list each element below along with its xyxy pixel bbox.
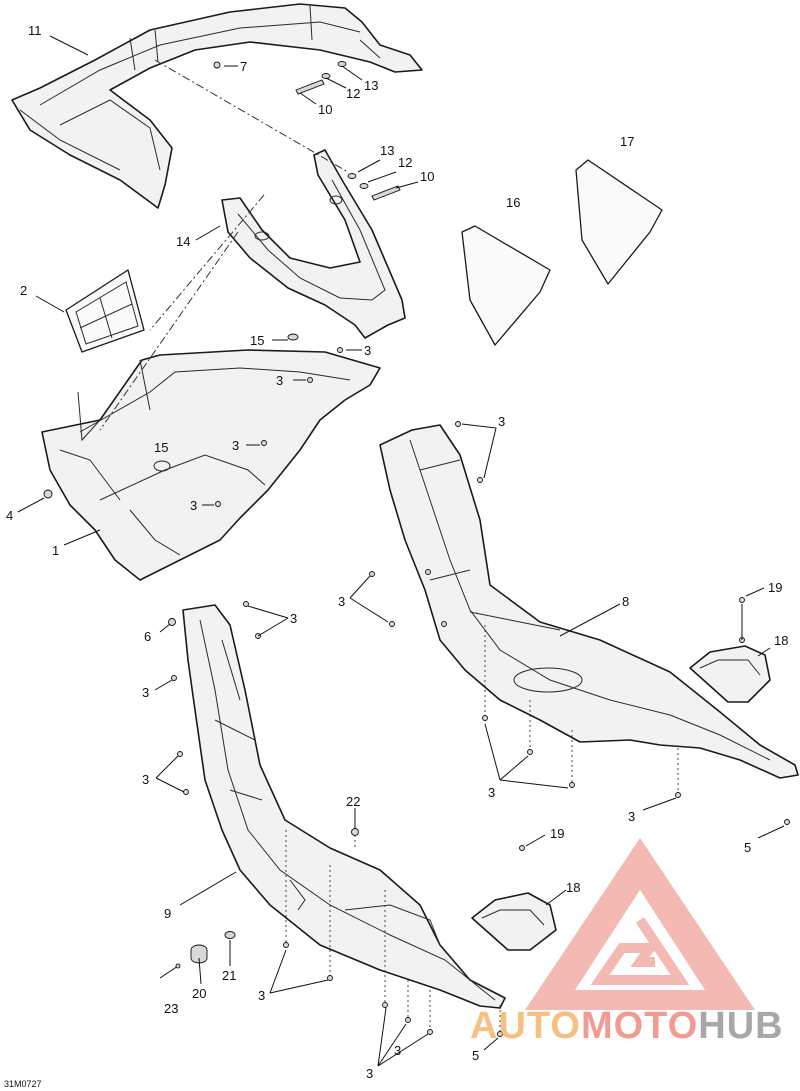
callout-3-h: 3 — [628, 809, 635, 824]
part-21-washer — [224, 931, 236, 939]
part-11-upper-cover — [11, 3, 423, 209]
callout-3-b: 3 — [276, 373, 283, 388]
fasteners — [43, 61, 790, 1037]
callout-22: 22 — [346, 794, 360, 809]
callout-14: 14 — [176, 234, 190, 249]
callout-12-lower: 12 — [398, 155, 412, 170]
callout-20: 20 — [192, 986, 206, 1001]
callout-3-f: 3 — [338, 594, 345, 609]
watermark-text-auto: AUTO — [470, 1005, 581, 1047]
assembly-lines — [99, 59, 679, 1032]
callout-3-m: 3 — [366, 1066, 373, 1081]
callout-19-upper: 19 — [768, 580, 782, 595]
callout-13-lower: 13 — [380, 143, 394, 158]
leader-lines — [17, 35, 785, 1067]
part-1-console — [41, 349, 381, 581]
watermark-logo — [525, 838, 755, 1010]
watermark-text-moto: MOTO — [581, 1005, 698, 1047]
watermark-g-shape — [590, 917, 690, 985]
callout-1: 1 — [52, 543, 59, 558]
callout-10-lower: 10 — [420, 169, 434, 184]
callout-3-k: 3 — [142, 772, 149, 787]
callout-3-c: 3 — [232, 438, 239, 453]
part-18-clip-lower — [471, 892, 557, 951]
callout-9: 9 — [164, 906, 171, 921]
part-16-pad — [461, 225, 551, 346]
callout-12-upper: 12 — [346, 86, 360, 101]
part-23-pin — [159, 963, 181, 979]
callout-8: 8 — [622, 594, 629, 609]
callout-3-i: 3 — [290, 611, 297, 626]
callout-13-upper: 13 — [364, 78, 378, 93]
diagram-code: 31M0727 — [4, 1079, 42, 1089]
callout-3-j: 3 — [142, 685, 149, 700]
part-18-clip-upper — [689, 645, 771, 703]
watermark-triangle — [525, 838, 755, 1010]
callout-16: 16 — [506, 195, 520, 210]
callout-5-upper: 5 — [744, 840, 751, 855]
callout-numbers: 11 7 13 12 10 13 12 10 17 16 14 2 15 3 3… — [6, 23, 788, 1081]
callout-21: 21 — [222, 968, 236, 983]
callout-3-n: 3 — [394, 1043, 401, 1058]
callout-3-l: 3 — [258, 988, 265, 1003]
callout-15-lower: 15 — [154, 440, 168, 455]
callout-2: 2 — [20, 283, 27, 298]
callout-17: 17 — [620, 134, 634, 149]
callout-3-e: 3 — [498, 414, 505, 429]
callout-4: 4 — [6, 508, 13, 523]
callout-18-upper: 18 — [774, 633, 788, 648]
callout-6: 6 — [144, 629, 151, 644]
part-8-side-panel — [379, 424, 799, 779]
callout-15-upper: 15 — [250, 333, 264, 348]
callout-23: 23 — [164, 1001, 178, 1016]
callout-10-upper: 10 — [318, 102, 332, 117]
part-9-side-panel — [182, 604, 506, 1009]
callout-19-lower: 19 — [550, 826, 564, 841]
callout-7: 7 — [240, 59, 247, 74]
callout-5-lower: 5 — [472, 1048, 479, 1063]
part-20-bushing — [190, 944, 208, 964]
callout-18-lower: 18 — [566, 880, 580, 895]
callout-3-g: 3 — [488, 785, 495, 800]
callout-11: 11 — [28, 23, 42, 38]
watermark-text: AUTOMOTOHUB — [470, 1005, 784, 1047]
part-17-pad — [575, 159, 663, 285]
callout-3-a: 3 — [364, 343, 371, 358]
watermark-text-hub: HUB — [698, 1005, 783, 1047]
part-2-label — [65, 269, 145, 353]
callout-3-d: 3 — [190, 498, 197, 513]
part-14-bracket — [221, 149, 406, 339]
